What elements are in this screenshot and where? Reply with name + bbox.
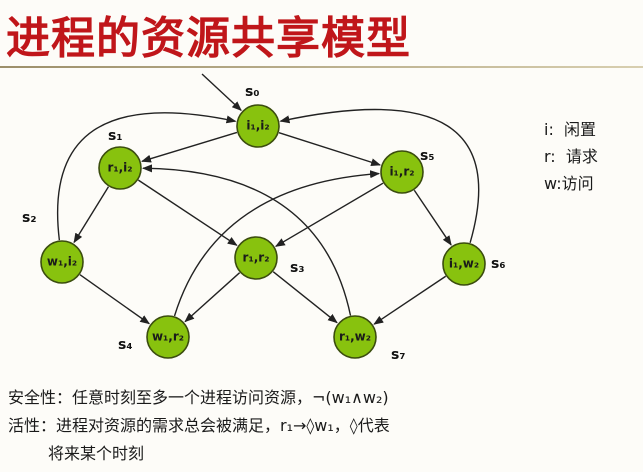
- edge-s0-s5: [278, 132, 382, 167]
- legend: i: 闲置 r: 请求 w:访问: [544, 116, 598, 197]
- state-node-content: i₁,r₂: [389, 165, 414, 179]
- state-label: s₃: [290, 260, 304, 276]
- state-label: s₀: [245, 84, 259, 100]
- legend-meaning: 闲置: [564, 120, 597, 139]
- legend-key: i:: [544, 120, 554, 139]
- edge-s0-s1: [141, 131, 238, 163]
- edge-s6-s7: [373, 275, 447, 325]
- state-node-content: i₁,i₂: [246, 119, 269, 133]
- state-node-s4: w₁,r₂ s₄: [118, 315, 190, 359]
- edge-s5-s3: [274, 182, 384, 247]
- edge-s3-s4: [184, 272, 241, 323]
- edge-s3-s7: [272, 271, 338, 324]
- nodes-layer: i₁,i₂ s₀ r₁,i₂ s₁ i₁,r₂ s₅ w₁,i₂ s₂ r₁,r₂ s₃ i₁,w₂…: [22, 84, 505, 363]
- liveness-property: 活性：进程对资源的需求总会被满足，r₁→◊w₁，◊代表: [8, 416, 390, 435]
- legend-key: w:: [544, 174, 562, 193]
- state-node-s7: r₁,w₂ s₇: [333, 315, 405, 363]
- state-node-content: w₁,r₂: [152, 330, 184, 344]
- legend-item-request: r: 请求: [544, 143, 598, 170]
- state-label: s₂: [22, 210, 36, 226]
- state-node-circle: [234, 236, 278, 280]
- legend-key: r:: [544, 147, 556, 166]
- state-label: s₄: [118, 337, 132, 353]
- edge-s6-s0: [279, 108, 480, 244]
- state-node-circle: [40, 240, 84, 284]
- state-node-content: r₁,i₂: [107, 161, 132, 175]
- state-node-circle: [333, 315, 377, 359]
- state-node-s0: i₁,i₂ s₀: [236, 84, 280, 148]
- state-label: s₆: [491, 256, 505, 272]
- state-node-circle: [236, 104, 280, 148]
- safety-property: 安全性：任意时刻至多一个进程访问资源，¬(w₁∧w₂): [8, 388, 389, 407]
- edge-s1-s3: [137, 179, 238, 246]
- state-node-s2: w₁,i₂ s₂: [22, 210, 84, 284]
- state-label: s₇: [391, 347, 405, 363]
- edge-s2-s4: [79, 274, 151, 325]
- state-label: s₁: [108, 128, 122, 144]
- state-node-s6: i₁,w₂ s₆: [442, 242, 505, 286]
- legend-item-access: w:访问: [544, 170, 598, 197]
- state-node-content: r₁,r₂: [243, 251, 270, 265]
- edge-s5-s6: [413, 189, 452, 246]
- edges-layer: [57, 73, 480, 325]
- state-node-s3: r₁,r₂ s₃: [234, 236, 304, 280]
- state-node-circle: [98, 146, 142, 190]
- edge-s4-s5: [173, 170, 381, 317]
- edge-start-s0: [201, 73, 242, 112]
- legend-item-idle: i: 闲置: [544, 116, 598, 143]
- state-node-s1: r₁,i₂ s₁: [98, 128, 142, 190]
- legend-meaning: 访问: [561, 174, 594, 193]
- state-node-content: w₁,i₂: [47, 255, 77, 269]
- state-node-circle: [146, 315, 190, 359]
- state-node-circle: [380, 150, 424, 194]
- state-label: s₅: [420, 148, 434, 164]
- edge-s7-s1: [141, 164, 352, 316]
- state-node-content: i₁,w₂: [449, 257, 479, 271]
- edge-s2-s0: [57, 112, 237, 241]
- state-node-circle: [442, 242, 486, 286]
- page-title: 进程的资源共享模型: [6, 13, 411, 64]
- liveness-property-continued: 将来某个时刻: [48, 444, 145, 463]
- state-node-content: r₁,w₂: [339, 330, 371, 344]
- legend-meaning: 请求: [565, 147, 598, 166]
- title-divider: [0, 66, 643, 68]
- edge-s1-s2: [73, 186, 110, 244]
- state-node-s5: i₁,r₂ s₅: [380, 148, 434, 194]
